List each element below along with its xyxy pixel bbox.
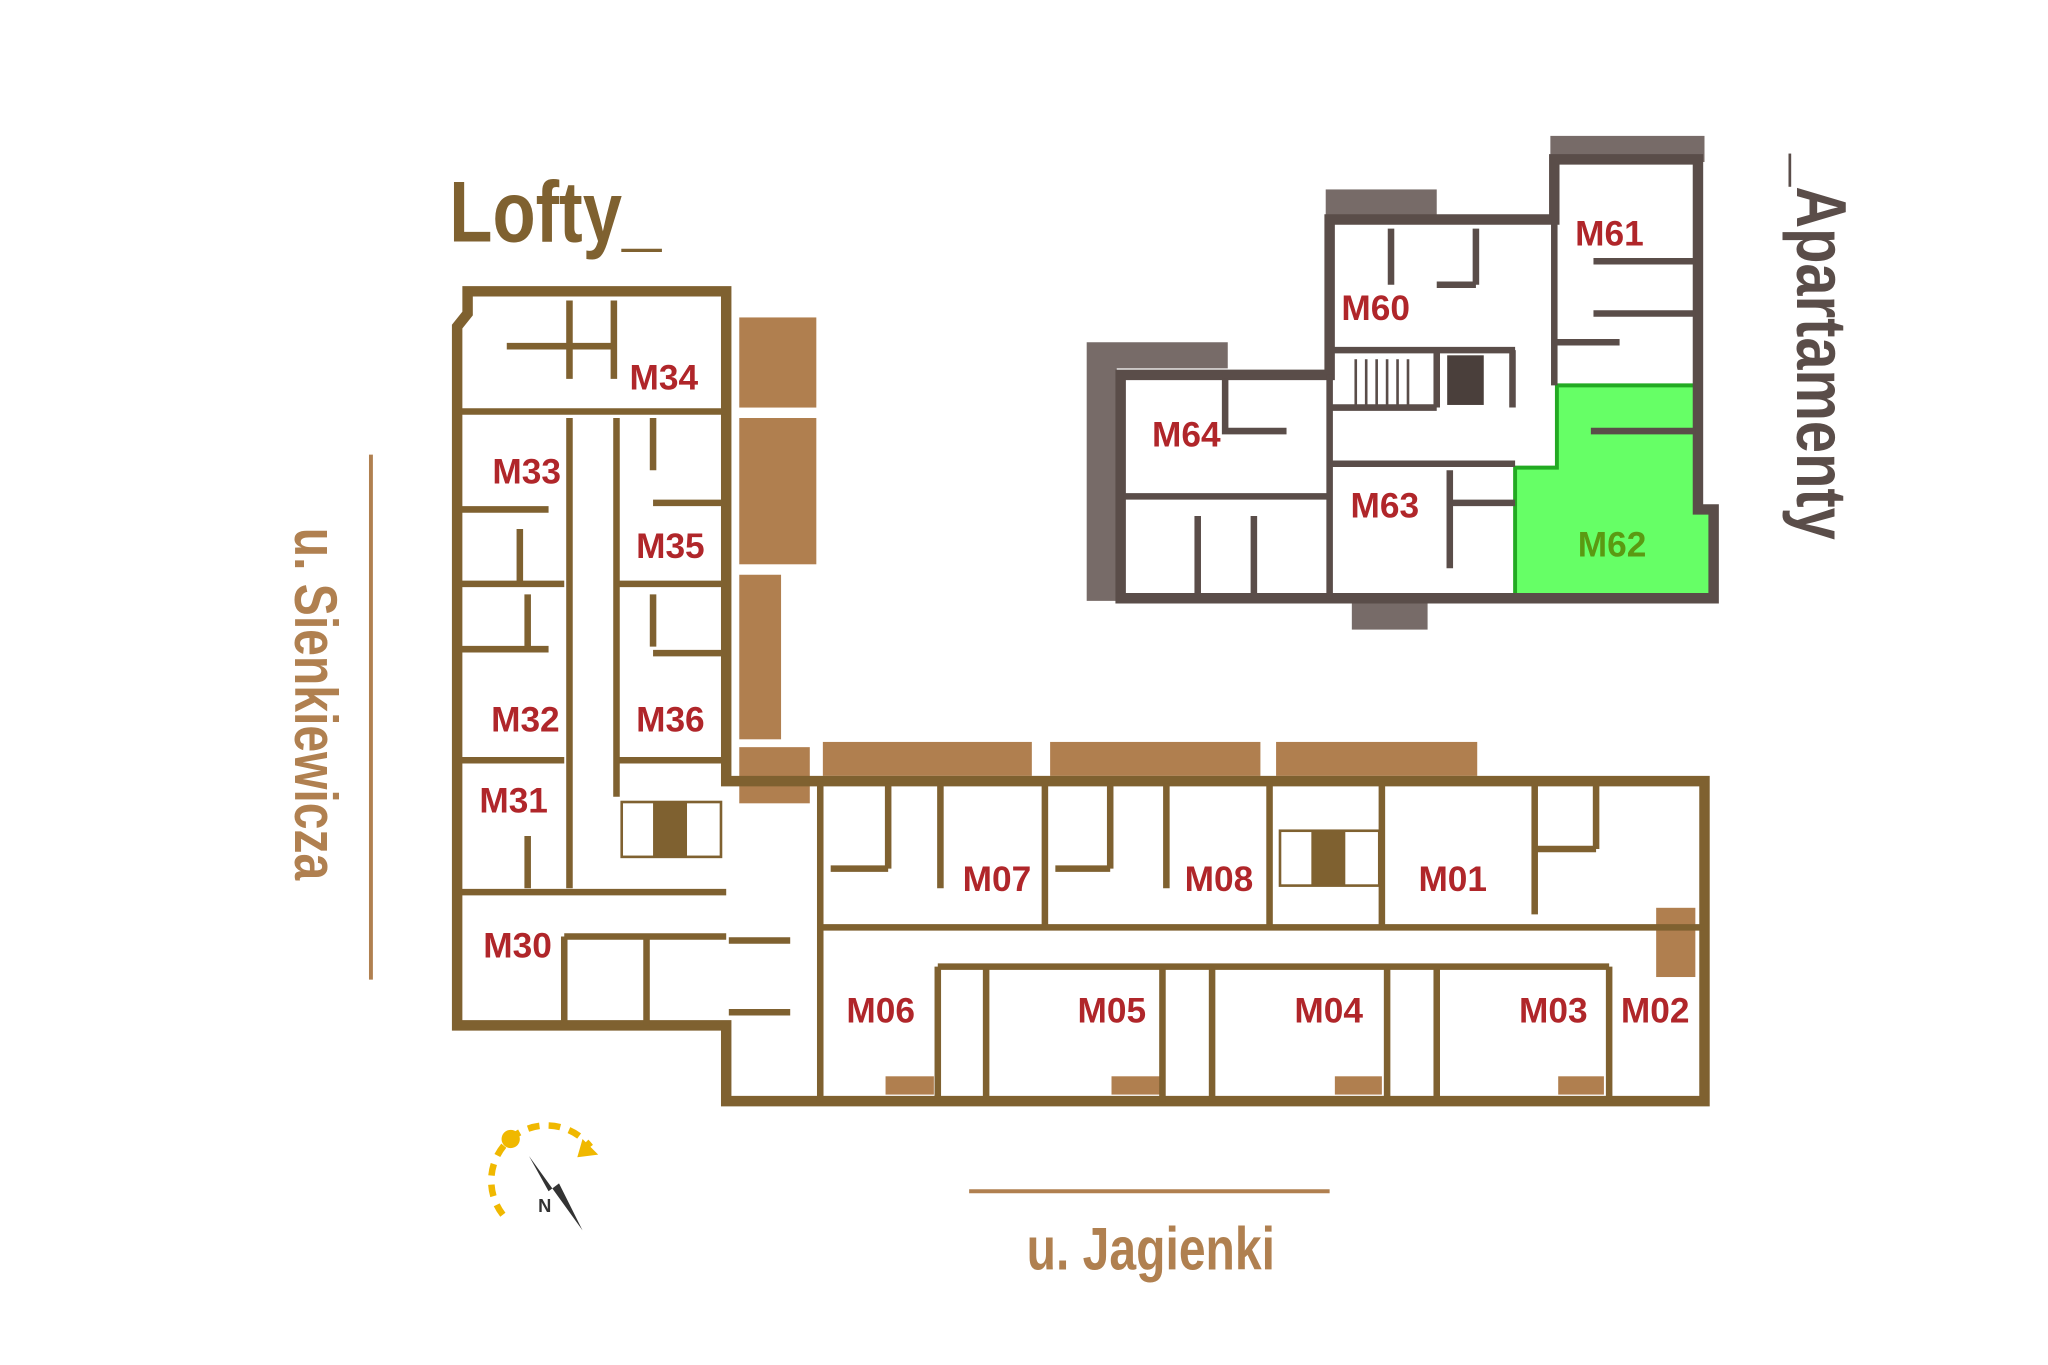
lofty-balconies [739, 317, 1696, 1095]
compass-north-label: N [538, 1195, 551, 1216]
unit-M06[interactable]: M06 [846, 992, 915, 1031]
unit-M63[interactable]: M63 [1351, 486, 1420, 525]
unit-M60[interactable]: M60 [1341, 289, 1410, 328]
apartamenty-building [1115, 154, 1719, 604]
unit-M35[interactable]: M35 [636, 527, 705, 566]
unit-M61[interactable]: M61 [1575, 215, 1644, 254]
unit-M34[interactable]: M34 [630, 358, 699, 397]
unit-M04[interactable]: M04 [1294, 992, 1363, 1031]
unit-M05[interactable]: M05 [1078, 992, 1147, 1031]
unit-M02[interactable]: M02 [1621, 992, 1690, 1031]
unit-M03[interactable]: M03 [1519, 992, 1588, 1031]
lofty-building [451, 286, 1710, 1107]
unit-M64[interactable]: M64 [1152, 416, 1221, 455]
street-label-south: u. Jagienki [1027, 1215, 1275, 1282]
unit-M07[interactable]: M07 [963, 860, 1032, 899]
lofty-heading: Lofty_ [449, 164, 662, 260]
street-label-west: u. Sienkiewicza [282, 528, 349, 881]
unit-M62[interactable]: M62 [1578, 525, 1647, 564]
unit-M32[interactable]: M32 [491, 700, 560, 739]
unit-M36[interactable]: M36 [636, 700, 705, 739]
unit-M01[interactable]: M01 [1418, 860, 1487, 899]
unit-M33[interactable]: M33 [492, 452, 561, 491]
unit-M08[interactable]: M08 [1185, 860, 1254, 899]
unit-M30[interactable]: M30 [483, 926, 552, 965]
apartamenty-units: M60 M61 M64 M63 M62 [1152, 215, 1646, 565]
lofty-units: M34 M33 M35 M32 M36 M31 M30 M07 M08 M01 … [479, 358, 1689, 1030]
apartamenty-balconies [1086, 135, 1705, 630]
unit-M31[interactable]: M31 [479, 781, 548, 820]
compass-icon: N [487, 1122, 599, 1231]
apartamenty-heading: _Apartamenty [1782, 153, 1861, 540]
